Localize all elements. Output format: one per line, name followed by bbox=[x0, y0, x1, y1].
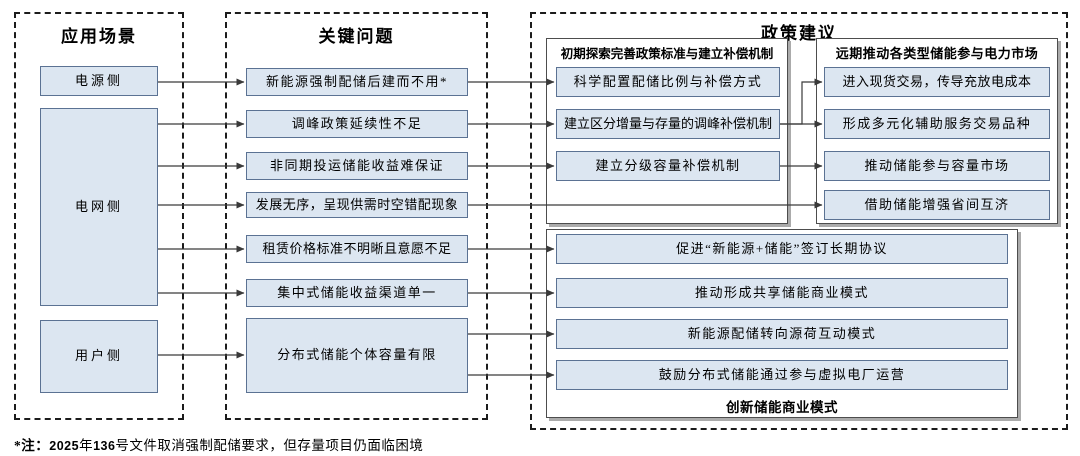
panel-scenarios: 应用场景 bbox=[14, 12, 184, 420]
policy-box-capacity-market: 推动储能参与容量市场 bbox=[824, 151, 1050, 181]
footnote-segment: 2025 bbox=[49, 439, 80, 453]
scenario-box-power-side: 电源侧 bbox=[40, 66, 158, 96]
policy-box-ancillary-services: 形成多元化辅助服务交易品种 bbox=[824, 109, 1050, 139]
footnote-segment: 136 bbox=[93, 439, 116, 453]
issue-box-disordered-development: 发展无序，呈现供需时空错配现象 bbox=[246, 192, 468, 218]
scenario-box-user-side: 用户侧 bbox=[40, 320, 158, 393]
policy-box-long-term-agreement: 促进“新能源+储能”签订长期协议 bbox=[556, 234, 1008, 264]
group-business-model-title: 创新储能商业模式 bbox=[726, 400, 838, 415]
issue-box-revenue-guarantee: 非同期投运储能收益难保证 bbox=[246, 152, 468, 180]
panel-scenarios-title: 应用场景 bbox=[61, 27, 137, 46]
group-early-stage-title: 初期探索完善政策标准与建立补偿机制 bbox=[560, 47, 774, 61]
policy-box-shared-storage-model: 推动形成共享储能商业模式 bbox=[556, 278, 1008, 308]
scenario-box-grid-side: 电网侧 bbox=[40, 108, 158, 306]
group-market-stage-title: 远期推动各类型储能参与电力市场 bbox=[835, 46, 1039, 61]
policy-box-source-load-interaction: 新能源配储转向源荷互动模式 bbox=[556, 319, 1008, 349]
policy-box-virtual-power-plant: 鼓励分布式储能通过参与虚拟电厂运营 bbox=[556, 360, 1008, 390]
issue-box-mandatory-storage: 新能源强制配储后建而不用* bbox=[246, 68, 468, 96]
panel-issues: 关键问题 bbox=[225, 12, 488, 420]
panel-issues-title: 关键问题 bbox=[318, 27, 395, 46]
issue-box-lease-pricing: 租赁价格标准不明晰且意愿不足 bbox=[246, 235, 468, 263]
footnote-segment: 号文件取消强制配储要求，但存量项目仍面临困境 bbox=[115, 438, 424, 453]
footnote-segment: 年 bbox=[79, 438, 94, 453]
issue-box-distributed-capacity: 分布式储能个体容量有限 bbox=[246, 318, 468, 393]
issue-box-single-revenue-channel: 集中式储能收益渠道单一 bbox=[246, 279, 468, 307]
footnote-segment: *注： bbox=[14, 438, 50, 453]
issue-box-peak-policy: 调峰政策延续性不足 bbox=[246, 110, 468, 138]
policy-box-storage-ratio-compensation: 科学配置配储比例与补偿方式 bbox=[556, 67, 780, 97]
footnote: *注：2025年136号文件取消强制配储要求，但存量项目仍面临困境 bbox=[14, 434, 423, 454]
policy-box-peak-compensation-mechanism: 建立区分增量与存量的调峰补偿机制 bbox=[556, 109, 780, 139]
policy-box-tiered-capacity-compensation: 建立分级容量补偿机制 bbox=[556, 151, 780, 181]
policy-box-interprovincial-support: 借助储能增强省间互济 bbox=[824, 190, 1050, 220]
policy-box-spot-trading: 进入现货交易，传导充放电成本 bbox=[824, 67, 1050, 97]
